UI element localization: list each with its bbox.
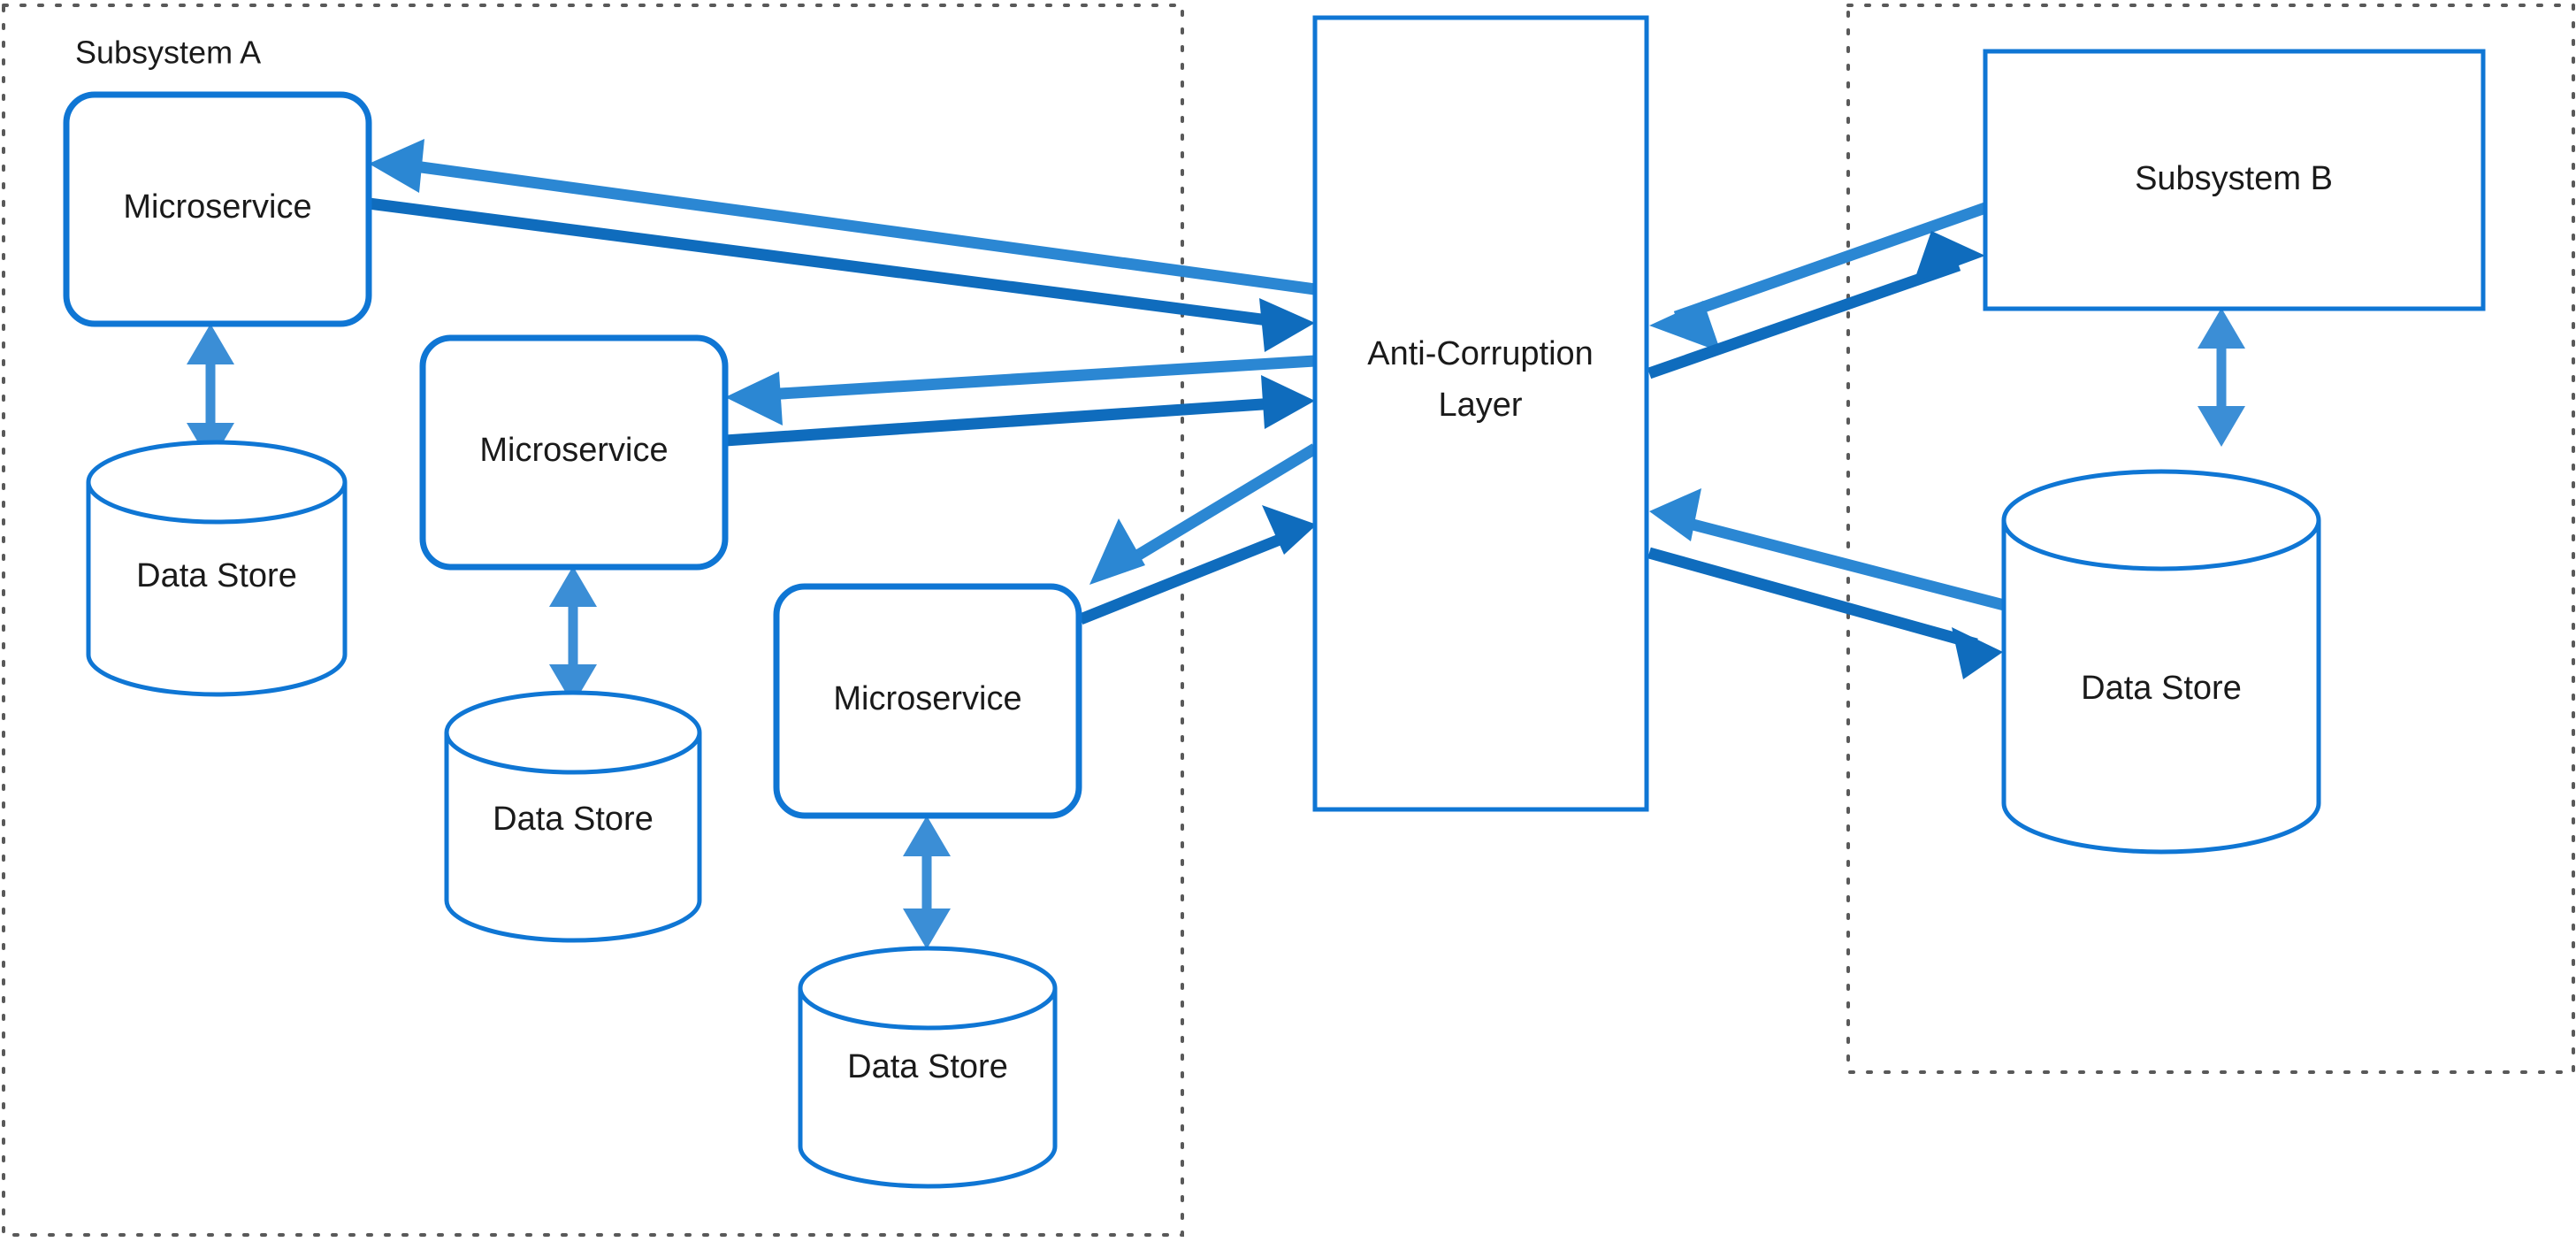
- arrowhead-down: [903, 908, 951, 949]
- arrowhead-light: [1089, 518, 1145, 585]
- edge-acl-to-microservice-1[interactable]: [369, 139, 1316, 295]
- arrowhead-dark: [1262, 505, 1317, 555]
- arrowhead-light: [725, 372, 783, 426]
- microservice-1-label: Microservice: [123, 188, 311, 226]
- edge-microservice-1-to-acl[interactable]: [368, 197, 1315, 352]
- edge-microservice-2-to-acl[interactable]: [724, 375, 1315, 447]
- subsystem-b-label: Subsystem B: [2135, 160, 2333, 197]
- arrowhead-down: [2198, 406, 2245, 447]
- node-subsystem-b[interactable]: Subsystem B: [1983, 49, 2486, 311]
- subsystem-a-label: Subsystem A: [75, 34, 261, 71]
- edge-microservice-3-to-acl[interactable]: [1078, 505, 1317, 625]
- microservice-3-label: Microservice: [833, 680, 1021, 717]
- node-microservice-3[interactable]: Microservice: [773, 583, 1082, 819]
- datastore-2-label: Data Store: [493, 801, 654, 838]
- edge-microservice-3-datastore-3[interactable]: [903, 816, 951, 949]
- edge-subsystem-b-to-acl[interactable]: [1649, 202, 1988, 352]
- arrowhead-light: [369, 139, 424, 193]
- edge-datastore-b-to-acl[interactable]: [1649, 488, 2009, 612]
- arrowhead-dark: [1261, 375, 1315, 429]
- arrowhead-up: [187, 324, 234, 364]
- arrowhead-up: [2198, 308, 2245, 349]
- node-microservice-2[interactable]: Microservice: [419, 334, 729, 571]
- node-datastore-1[interactable]: Data Store: [86, 440, 348, 697]
- node-microservice-1[interactable]: Microservice: [63, 91, 372, 327]
- edge-acl-to-microservice-3[interactable]: [1089, 443, 1319, 585]
- node-datastore-2[interactable]: Data Store: [444, 690, 702, 943]
- arrowhead-dark: [1914, 231, 1985, 282]
- subsystem-b-boundary: [1846, 4, 2575, 1074]
- microservice-2-label: Microservice: [479, 432, 668, 469]
- edge-acl-to-subsystem-b[interactable]: [1647, 231, 1985, 380]
- arrowhead-light: [1649, 488, 1701, 541]
- arrowhead-down: [549, 664, 597, 705]
- datastore-1-label: Data Store: [136, 557, 297, 594]
- acl-label-line2: Layer: [1438, 387, 1522, 424]
- acl-label-line1: Anti-Corruption: [1367, 335, 1594, 372]
- datastore-b-label: Data Store: [2081, 670, 2242, 707]
- edge-acl-to-microservice-2[interactable]: [725, 355, 1316, 426]
- arrowhead-dark: [1952, 627, 2003, 679]
- edge-subsystem-b-datastore-b[interactable]: [2198, 308, 2245, 447]
- node-datastore-3[interactable]: Data Store: [798, 946, 1058, 1189]
- edge-acl-to-datastore-b[interactable]: [1647, 547, 2003, 679]
- arrowhead-up: [549, 566, 597, 607]
- edge-microservice-2-datastore-2[interactable]: [549, 566, 597, 705]
- node-anti-corruption-layer[interactable]: Anti-Corruption Layer: [1312, 15, 1649, 812]
- arrowhead-light: [1649, 301, 1721, 352]
- arrowhead-up: [903, 816, 951, 856]
- datastore-3-label: Data Store: [847, 1048, 1008, 1085]
- arrowhead-dark: [1259, 298, 1315, 352]
- node-datastore-b[interactable]: Data Store: [2001, 469, 2321, 855]
